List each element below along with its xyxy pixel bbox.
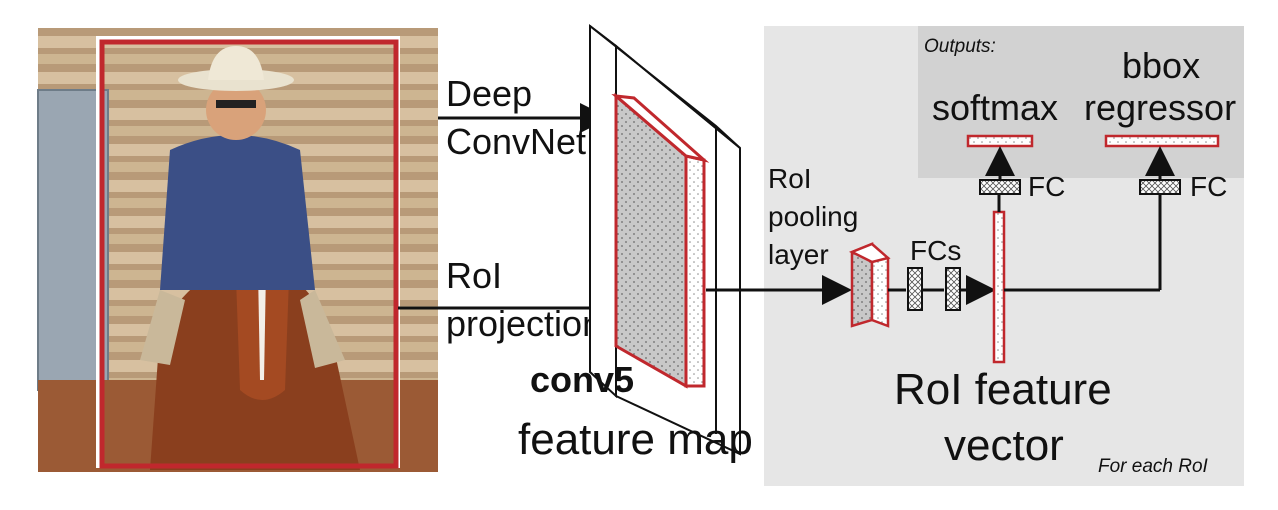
- label-fcs: FCs: [910, 235, 961, 266]
- label-outputs: Outputs:: [924, 36, 996, 57]
- softmax-output-vector: [966, 134, 1034, 148]
- conv5-feature-map: [589, 23, 741, 456]
- label-regressor: regressor: [1084, 87, 1236, 128]
- label-feature-map: feature map: [518, 415, 753, 464]
- fc-layer-1: [907, 267, 923, 311]
- roi-on-feature-map: [611, 92, 710, 389]
- label-roi-pooling-1: RoI: [768, 163, 812, 194]
- label-for-each-roi: For each RoI: [1098, 456, 1209, 477]
- label-deep: Deep: [446, 73, 532, 114]
- fc-softmax: [979, 179, 1021, 195]
- label-bbox: bbox: [1122, 45, 1200, 86]
- label-projection: projection: [446, 303, 602, 344]
- rider-shirt: [160, 135, 315, 290]
- roi-pooling-block: [848, 242, 891, 328]
- rider-face: [206, 80, 266, 140]
- label-roi-pooling-2: pooling: [768, 201, 858, 232]
- label-fc-left: FC: [1028, 171, 1065, 202]
- bbox-output-vector: [1104, 134, 1220, 148]
- outputs-panel: [918, 26, 1244, 178]
- label-vector: vector: [944, 421, 1064, 470]
- input-photo: [37, 28, 438, 472]
- label-roi-pooling-3: layer: [768, 239, 829, 270]
- label-conv5: conv5: [530, 359, 634, 400]
- fc-layer-2: [945, 267, 961, 311]
- label-roi-feature: RoI feature: [894, 365, 1112, 414]
- label-softmax: softmax: [932, 87, 1058, 128]
- label-roi: RoI: [446, 255, 502, 296]
- label-fc-right: FC: [1190, 171, 1227, 202]
- label-convnet: ConvNet: [446, 121, 586, 162]
- roi-feature-vector: [992, 210, 1006, 364]
- roi-bounding-box: [99, 39, 399, 469]
- fc-bbox: [1139, 179, 1181, 195]
